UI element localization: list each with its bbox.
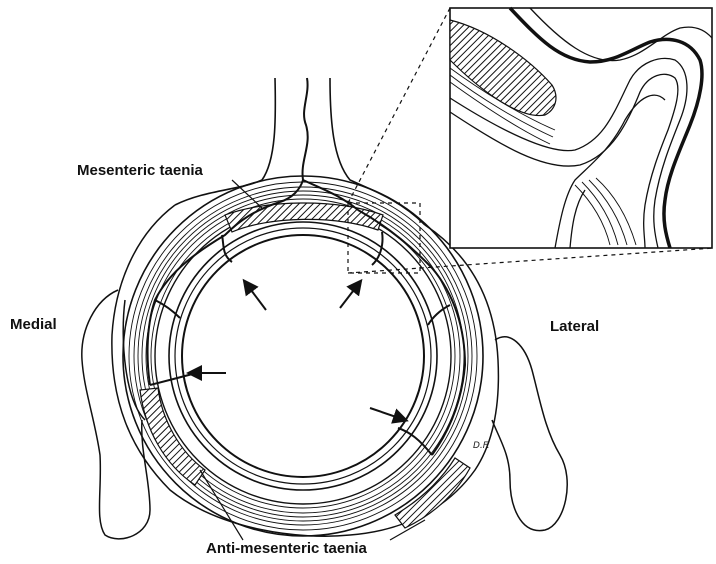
mesenteric-taenia-label: Mesenteric taenia <box>77 162 203 179</box>
blood-vessels <box>148 78 465 455</box>
artist-signature: D.F. <box>473 441 490 451</box>
lateral-label: Lateral <box>550 318 599 335</box>
medial-label: Medial <box>10 316 57 333</box>
inward-arrows <box>190 282 405 420</box>
anti-mesenteric-taenia-label: Anti-mesenteric taenia <box>206 540 367 557</box>
muscle-rings <box>123 176 483 536</box>
inset-detail <box>450 8 712 248</box>
